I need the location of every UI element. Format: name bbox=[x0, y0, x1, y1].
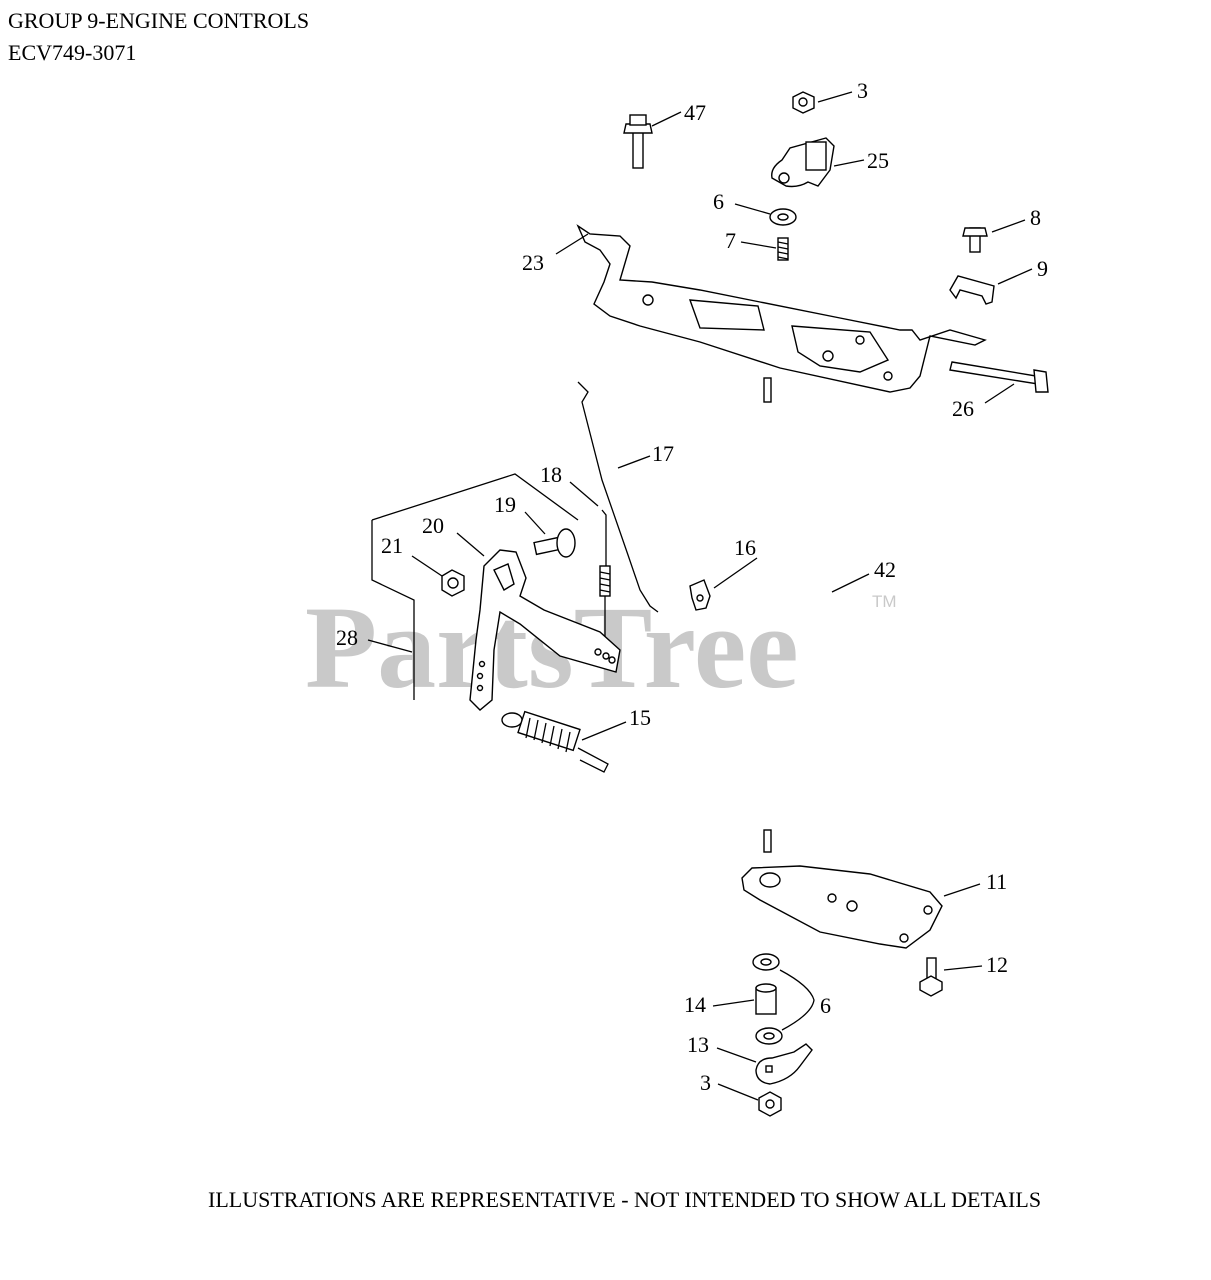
part-15-extension-spring[interactable] bbox=[501, 710, 609, 773]
callout-42: 42 bbox=[874, 557, 896, 582]
part-47-bolt[interactable] bbox=[623, 114, 653, 169]
callout-17: 17 bbox=[652, 441, 674, 466]
callout-16: 16 bbox=[734, 535, 756, 560]
part-18-spring[interactable] bbox=[599, 509, 611, 640]
callout-21: 21 bbox=[381, 533, 403, 558]
part-23-throttle-bracket[interactable] bbox=[576, 224, 987, 393]
part-8-bolt[interactable] bbox=[962, 227, 988, 253]
callout-7: 7 bbox=[725, 228, 736, 253]
callout-26: 26 bbox=[952, 396, 974, 421]
callout-23: 23 bbox=[522, 250, 544, 275]
part-9-clip[interactable] bbox=[949, 275, 995, 305]
part-11-lever-plate[interactable] bbox=[741, 865, 943, 949]
part-25-lever[interactable] bbox=[771, 137, 835, 188]
part-13-link[interactable] bbox=[755, 1043, 813, 1085]
callout-11: 11 bbox=[986, 869, 1007, 894]
callout-3-top: 3 bbox=[857, 78, 868, 103]
callout-12: 12 bbox=[986, 952, 1008, 977]
watermark-trademark: TM bbox=[872, 592, 897, 611]
callout-3-bottom: 3 bbox=[700, 1070, 711, 1095]
callout-18: 18 bbox=[540, 462, 562, 487]
part-7-spring[interactable] bbox=[777, 237, 789, 261]
callout-19: 19 bbox=[494, 492, 516, 517]
part-16-clip[interactable] bbox=[689, 579, 711, 611]
part-21-nut[interactable] bbox=[441, 569, 465, 597]
disclaimer-note: ILLUSTRATIONS ARE REPRESENTATIVE - NOT I… bbox=[208, 1187, 1042, 1212]
part-20-control-lever[interactable] bbox=[469, 549, 621, 711]
part-26-bolt[interactable] bbox=[949, 361, 1049, 393]
callout-8: 8 bbox=[1030, 205, 1041, 230]
part-3-nut-top[interactable] bbox=[792, 91, 815, 114]
part-6-washer-lower-b[interactable] bbox=[755, 1027, 783, 1045]
callout-25: 25 bbox=[867, 148, 889, 173]
callout-28: 28 bbox=[336, 625, 358, 650]
diagram-title: GROUP 9-ENGINE CONTROLS bbox=[8, 8, 310, 33]
callout-6-top: 6 bbox=[713, 189, 724, 214]
part-42-governor-rod[interactable] bbox=[763, 376, 828, 853]
part-6-washer-lower-a[interactable] bbox=[752, 953, 780, 971]
callout-6-bottom: 6 bbox=[820, 993, 831, 1018]
part-28-assembly-bracket[interactable] bbox=[371, 473, 579, 700]
callout-9: 9 bbox=[1037, 256, 1048, 281]
part-3-nut-bottom[interactable] bbox=[758, 1091, 782, 1117]
model-number: ECV749-3071 bbox=[8, 40, 137, 65]
part-14-bushing[interactable] bbox=[755, 983, 777, 1015]
callout-47: 47 bbox=[684, 100, 706, 125]
callout-15: 15 bbox=[629, 705, 651, 730]
part-12-bolt[interactable] bbox=[919, 957, 943, 997]
callout-14: 14 bbox=[684, 992, 706, 1017]
part-17-link-rod[interactable] bbox=[577, 381, 659, 613]
leader-lines bbox=[367, 91, 1033, 1101]
part-19-shoulder-bolt[interactable] bbox=[533, 528, 576, 558]
part-6-washer-top[interactable] bbox=[769, 208, 797, 226]
callout-13: 13 bbox=[687, 1032, 709, 1057]
callout-20: 20 bbox=[422, 513, 444, 538]
